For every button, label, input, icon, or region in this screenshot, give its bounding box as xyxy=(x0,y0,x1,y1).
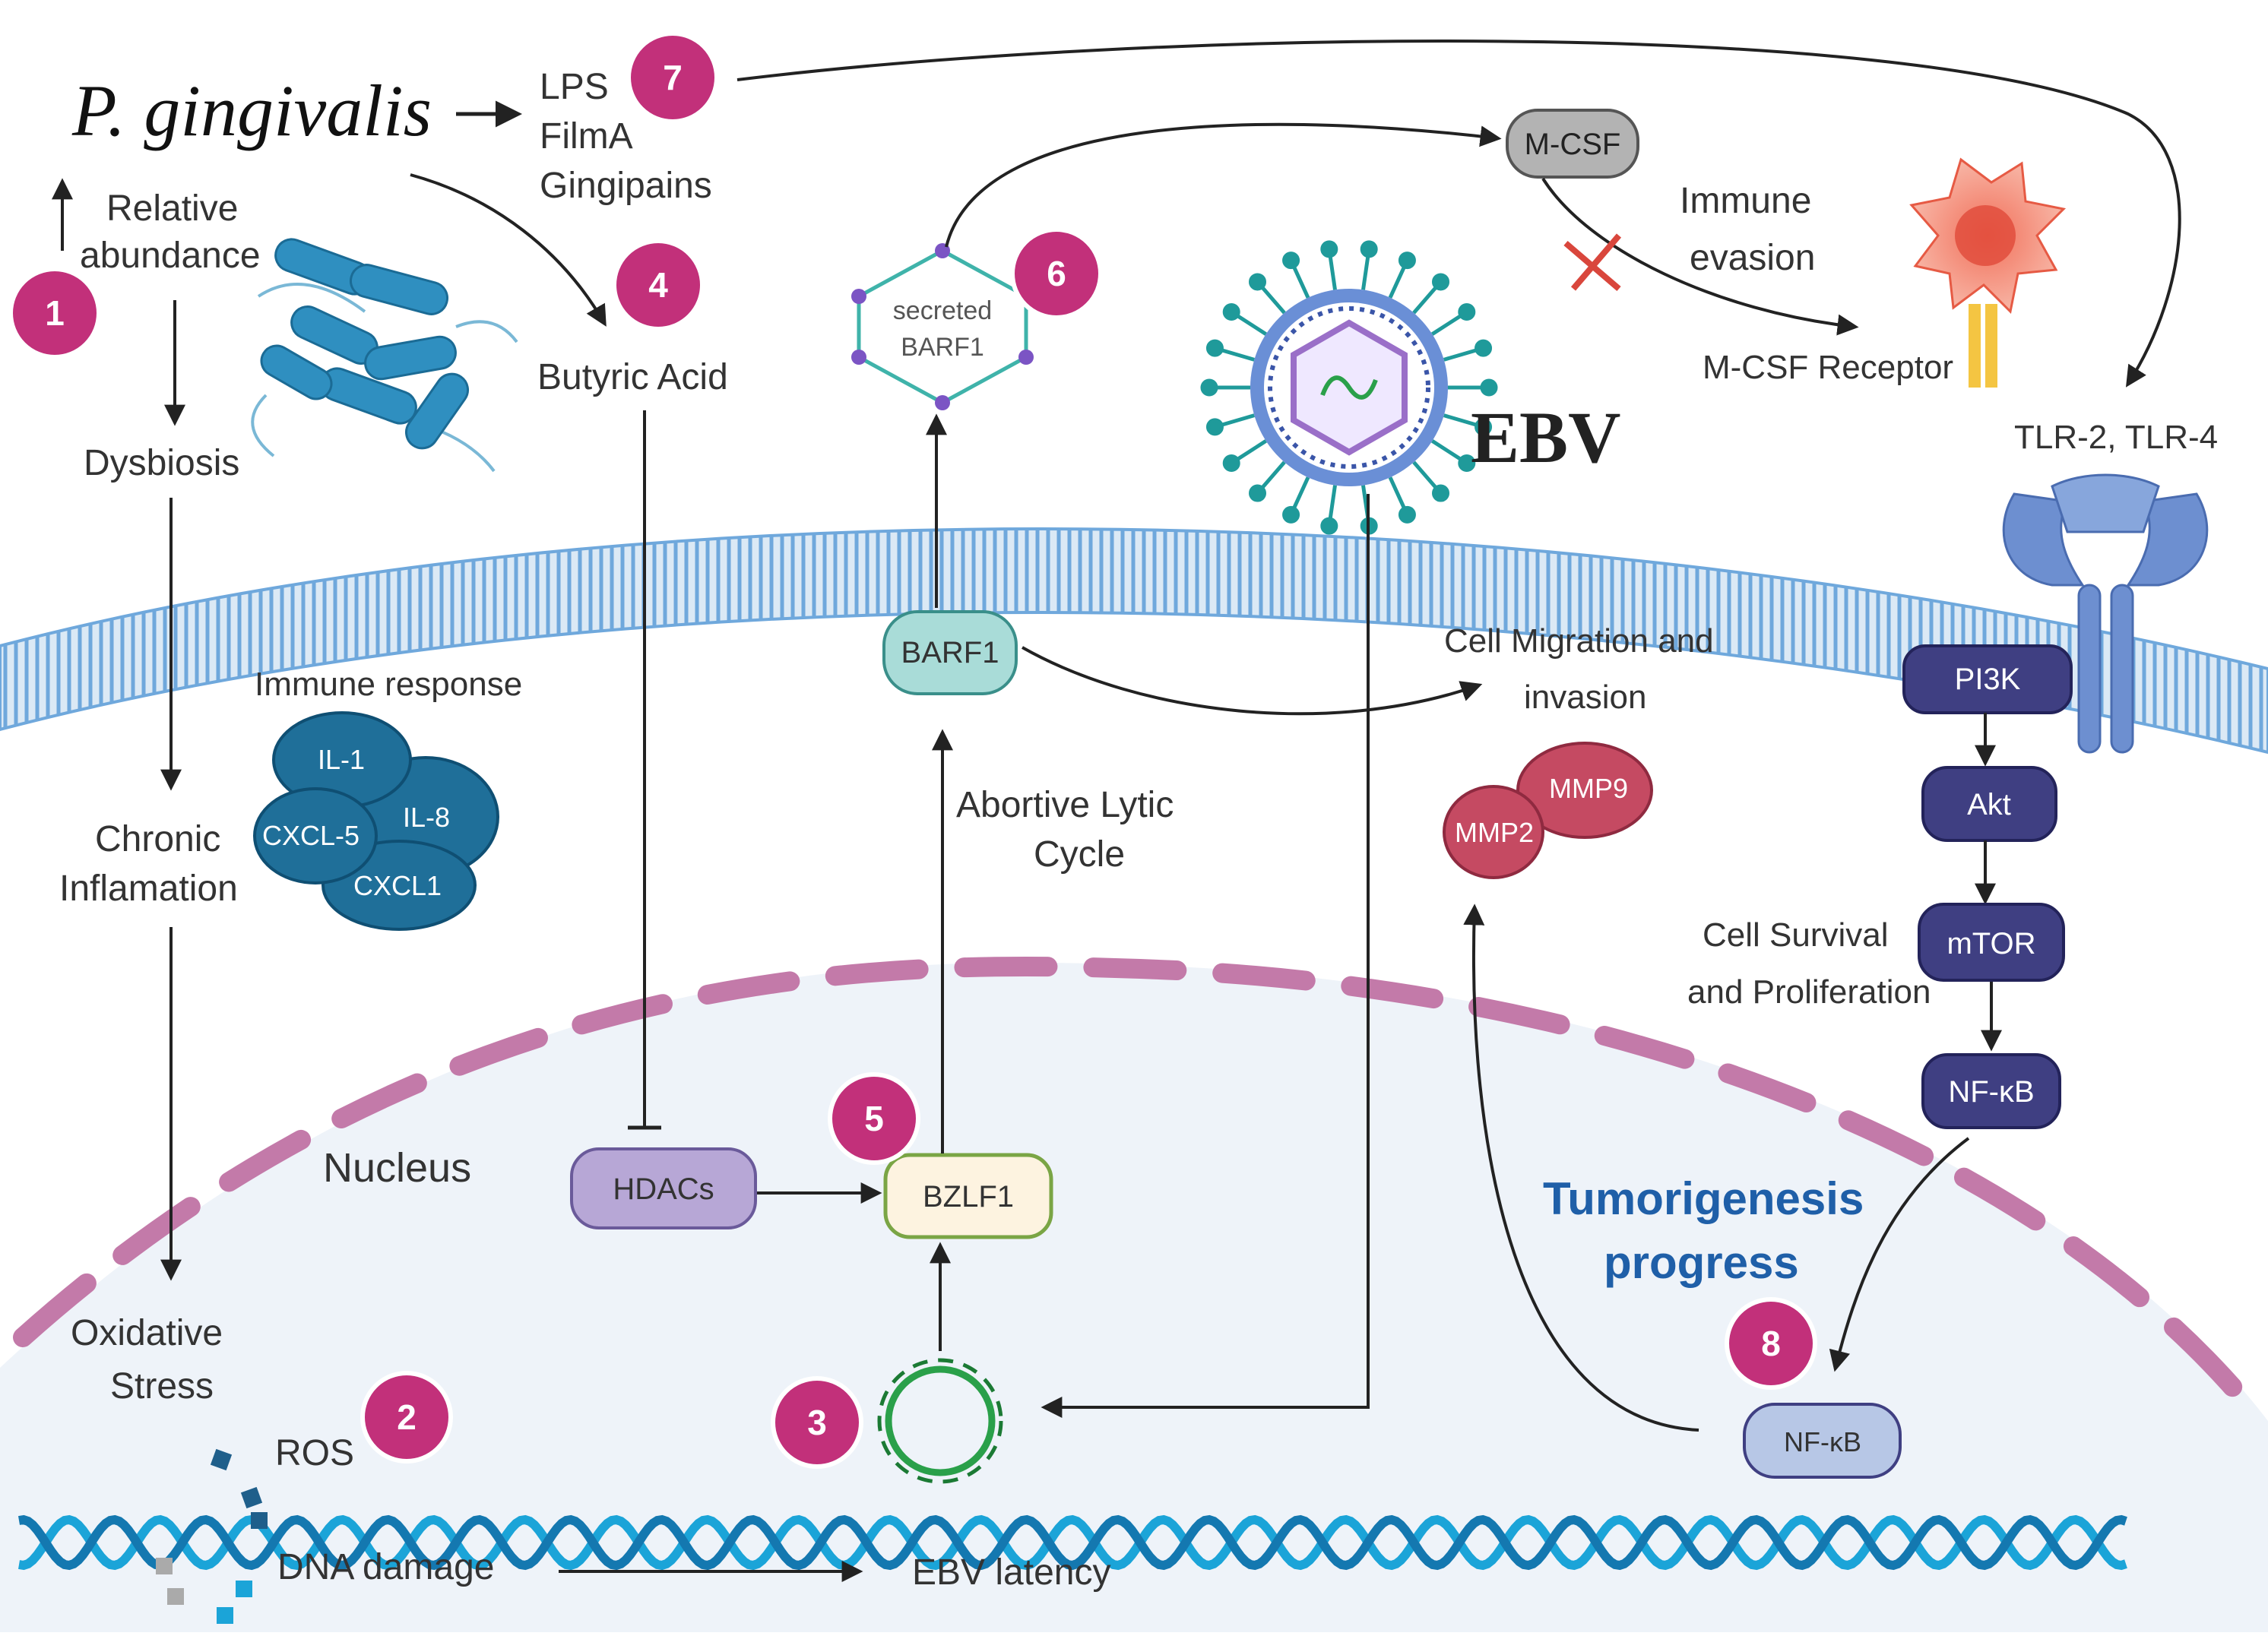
organism-to-butyric-arrow xyxy=(410,173,607,327)
secreted-to-mcsf-arrow xyxy=(945,122,1502,248)
ros-label: ROS xyxy=(275,1433,354,1473)
dysbiosis-label: Dysbiosis xyxy=(84,443,239,483)
nfkb-to-nuclear-arrow xyxy=(1829,1137,1970,1372)
cell-migration-label: Cell Migration and xyxy=(1444,622,1714,660)
cxcl1-label: CXCL1 xyxy=(353,870,442,901)
butyric-acid-label: Butyric Acid xyxy=(537,357,728,397)
tlr-receptor-icon xyxy=(2002,473,2209,754)
proliferation-label: and Proliferation xyxy=(1687,973,1931,1011)
ebv-to-episome-arrow xyxy=(1041,494,1370,1418)
mtor-node xyxy=(1918,903,2065,982)
svg-text:4: 4 xyxy=(648,265,668,305)
immune-label: Immune xyxy=(1680,181,1811,221)
chronic-label: Chronic xyxy=(95,819,220,859)
nfkb-label: NF-κB xyxy=(1948,1075,2034,1109)
badge-3: 3 xyxy=(771,1376,863,1469)
dna-helix xyxy=(18,1514,2127,1571)
cell-membrane xyxy=(0,527,2268,755)
pi3k-label: PI3K xyxy=(1955,663,2021,696)
badge-6: 6 xyxy=(1010,227,1103,320)
barf1-label: BARF1 xyxy=(901,636,999,669)
akt-node xyxy=(1921,766,2057,842)
cytokine-cluster: IL-1 IL-8 CXCL-5 CXCL1 xyxy=(253,711,499,931)
badge-1: 1 xyxy=(8,267,101,359)
ebv-virion-icon xyxy=(1200,240,1498,535)
mmp9-blob xyxy=(1516,742,1653,839)
il1-label: IL-1 xyxy=(318,744,365,775)
barf1-to-migration-arrow xyxy=(1022,646,1483,716)
hdacs-node xyxy=(570,1147,757,1229)
ebv-label: EBV xyxy=(1471,397,1620,478)
il8-label: IL-8 xyxy=(403,802,450,833)
cycle-label: Cycle xyxy=(1034,834,1125,875)
nuclear-nfkb-label: NF-κB xyxy=(1784,1426,1861,1457)
nfkb-to-mmp-arrow xyxy=(1463,903,1699,1432)
svg-text:6: 6 xyxy=(1047,254,1066,293)
secreted-barf1-hexagon xyxy=(857,248,1028,405)
cxcl5-label: CXCL-5 xyxy=(262,820,360,851)
ebv-episome-icon xyxy=(877,1358,1003,1484)
bacteria-cluster-icon xyxy=(251,238,518,473)
ebv-latency-label: EBV latency xyxy=(912,1552,1110,1593)
mcsf-node xyxy=(1506,109,1639,179)
immune-response-label: Immune response xyxy=(255,666,522,703)
mcsf-label: M-CSF xyxy=(1525,128,1621,161)
mcsf-to-receptor-arrow xyxy=(1541,177,1859,336)
bzlf1-node xyxy=(883,1153,1053,1239)
barf1-node xyxy=(882,610,1018,695)
svg-text:1: 1 xyxy=(45,293,65,333)
pi3k-node xyxy=(1902,644,2073,714)
dna-damage-fragments-icon xyxy=(156,1448,268,1624)
mmp2-label: MMP2 xyxy=(1455,817,1534,848)
bzlf1-label: BZLF1 xyxy=(923,1180,1014,1214)
factor-lps: LPS xyxy=(540,67,609,107)
tlr-label: TLR-2, TLR-4 xyxy=(2014,419,2218,456)
nuclear-nfkb-node xyxy=(1743,1403,1902,1479)
badge-5: 5 xyxy=(828,1072,920,1165)
factor-gingipains: Gingipains xyxy=(540,166,712,206)
dna-damage-label: DNA damage xyxy=(277,1547,495,1587)
tumorigenesis-label: Tumorigenesis xyxy=(1543,1173,1864,1224)
dendritic-cell-icon xyxy=(1909,157,2067,388)
nucleus-label: Nucleus xyxy=(323,1145,471,1191)
organism-name: P. gingivalis xyxy=(71,70,432,151)
svg-text:5: 5 xyxy=(864,1099,884,1138)
stress-label: Stress xyxy=(110,1366,214,1407)
badge-7: 7 xyxy=(626,31,719,124)
mtor-label: mTOR xyxy=(1946,927,2035,960)
blocked-cross-icon xyxy=(1563,233,1622,292)
svg-text:7: 7 xyxy=(663,58,683,97)
akt-label: Akt xyxy=(1967,788,2011,821)
progress-label: progress xyxy=(1604,1237,1799,1288)
cxcl5-blob xyxy=(253,787,378,884)
badge-2: 2 xyxy=(360,1371,453,1464)
badge-8: 8 xyxy=(1725,1297,1817,1390)
svg-text:2: 2 xyxy=(397,1397,417,1437)
nuclear-envelope xyxy=(13,956,2268,1431)
secreted-label: secreted xyxy=(893,296,992,325)
mcsf-receptor-label: M-CSF Receptor xyxy=(1703,349,1953,386)
nfkb-node xyxy=(1921,1053,2061,1129)
abundance-label: abundance xyxy=(80,236,261,276)
cell-survival-label: Cell Survival xyxy=(1703,916,1889,954)
svg-text:3: 3 xyxy=(807,1403,827,1442)
svg-text:8: 8 xyxy=(1761,1324,1781,1363)
badge-4: 4 xyxy=(612,239,705,331)
mmp2-blob xyxy=(1443,785,1544,879)
factor-filma: FilmA xyxy=(540,116,633,157)
hdacs-label: HDACs xyxy=(613,1172,714,1206)
nucleus-region xyxy=(0,962,2268,1632)
inflamation-label: Inflamation xyxy=(59,869,238,909)
invasion-label: invasion xyxy=(1524,679,1646,716)
evasion-label: evasion xyxy=(1690,238,1815,278)
relative-label: Relative xyxy=(106,188,238,229)
factors-to-tlr-arrow xyxy=(736,40,2181,388)
mmp9-label: MMP9 xyxy=(1549,773,1628,804)
oxidative-label: Oxidative xyxy=(71,1313,223,1353)
secreted-barf1-label: BARF1 xyxy=(901,333,984,362)
abortive-lytic-label: Abortive Lytic xyxy=(956,785,1174,825)
